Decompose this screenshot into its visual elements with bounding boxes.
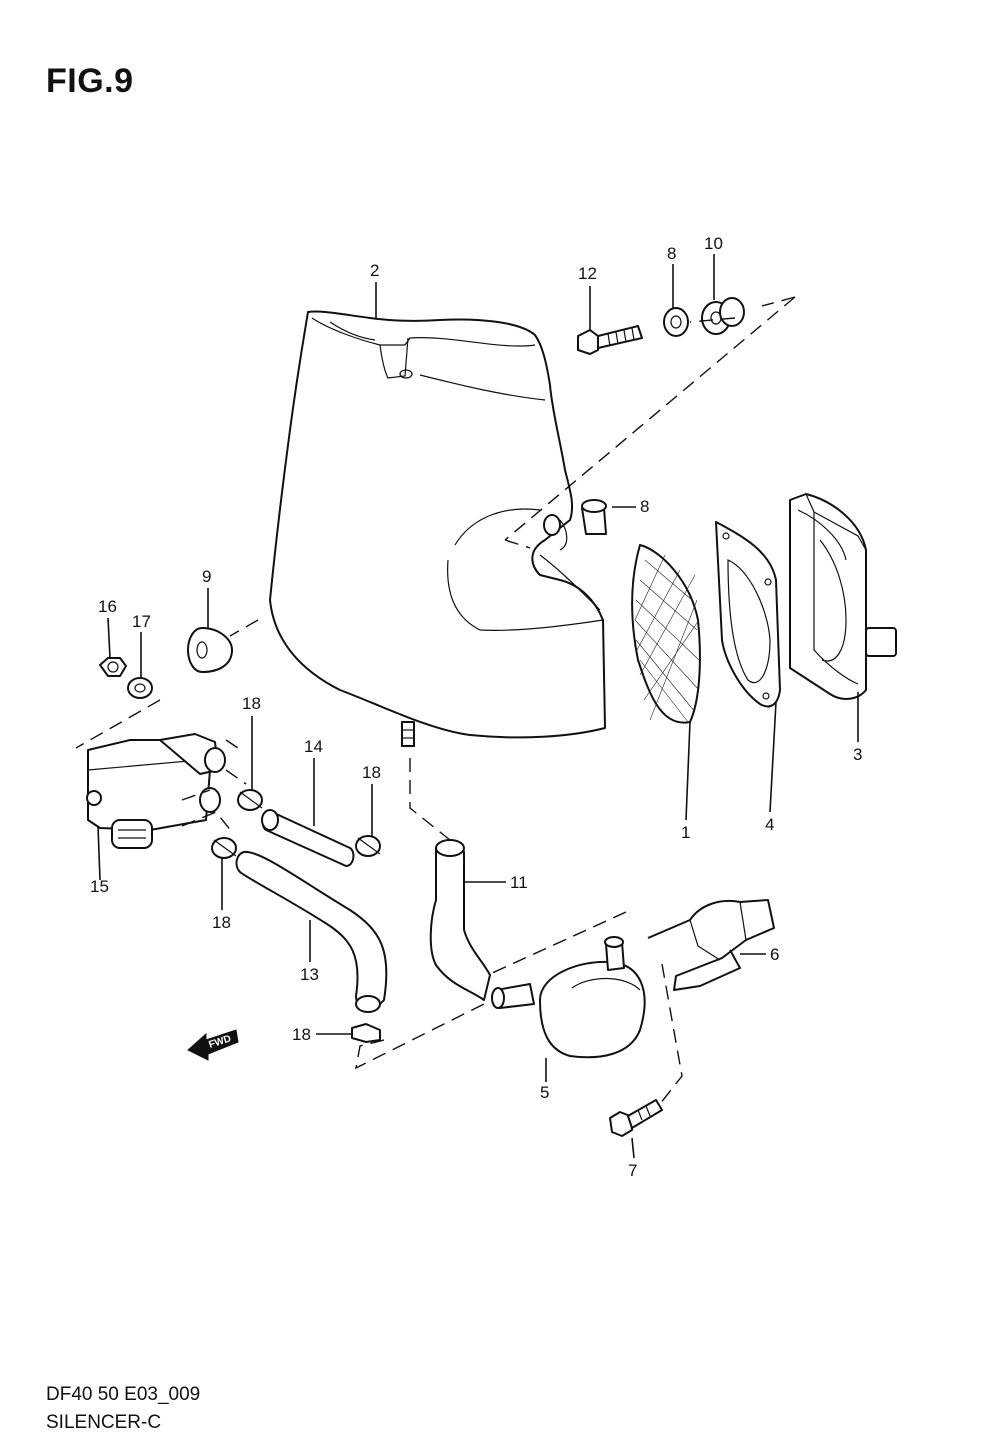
part-14-hose <box>261 809 355 867</box>
part-6-bracket <box>647 899 775 991</box>
callout-18-b: 18 <box>362 763 381 782</box>
callout-18-c: 18 <box>212 913 231 932</box>
callout-18-a: 18 <box>242 694 261 713</box>
callout-13: 13 <box>300 965 319 984</box>
part-8-collar-lower <box>581 499 607 535</box>
part-16-nut <box>99 657 127 677</box>
part-15-valve <box>86 733 226 849</box>
callout-14: 14 <box>304 737 323 756</box>
callout-7: 7 <box>628 1161 637 1180</box>
callout-4: 4 <box>765 815 774 834</box>
callout-5: 5 <box>540 1083 549 1102</box>
part-17-washer <box>127 677 153 699</box>
callout-9: 9 <box>202 567 211 586</box>
callout-18-d: 18 <box>292 1025 311 1044</box>
callout-16: 16 <box>98 597 117 616</box>
part-18-clip-c <box>211 837 237 859</box>
callout-10: 10 <box>704 234 723 253</box>
callout-12: 12 <box>578 264 597 283</box>
callouts: 2 12 8 10 8 9 16 17 18 14 18 1 4 3 15 11… <box>90 234 862 1180</box>
leader-lines <box>97 254 859 1159</box>
part-12-bolt <box>577 325 643 355</box>
callout-1: 1 <box>681 823 690 842</box>
part-8-collar-upper <box>663 307 689 337</box>
figure-name: SILENCER-C <box>46 1412 162 1433</box>
part-3-cover <box>789 493 897 700</box>
part-11-hose <box>429 839 491 1001</box>
part-1-mesh-screen <box>631 544 701 724</box>
callout-3: 3 <box>853 745 862 764</box>
callout-8-lower: 8 <box>640 497 649 516</box>
part-18-clip-a <box>237 789 263 811</box>
figure-title: FIG.9 <box>46 62 134 100</box>
part-10-grommet <box>701 297 745 335</box>
fwd-arrow-icon: FWD <box>187 1029 239 1061</box>
callout-2: 2 <box>370 261 379 280</box>
part-13-hose <box>235 850 388 1013</box>
part-4-gasket <box>715 521 781 708</box>
callout-17: 17 <box>132 612 151 631</box>
part-18-clip-b <box>355 835 381 857</box>
callout-8-upper: 8 <box>667 244 676 263</box>
part-7-bolt <box>609 1099 663 1137</box>
part-5-filter <box>491 936 646 1059</box>
part-18-clip-d <box>351 1023 381 1043</box>
figure-code: DF40 50 E03_009 <box>46 1384 201 1405</box>
callout-6: 6 <box>770 945 779 964</box>
callout-11: 11 <box>510 873 528 892</box>
part-2-silencer-case <box>269 310 606 747</box>
callout-15: 15 <box>90 877 109 896</box>
part-9-grommet <box>187 627 233 673</box>
assembly-lines <box>75 296 796 1105</box>
